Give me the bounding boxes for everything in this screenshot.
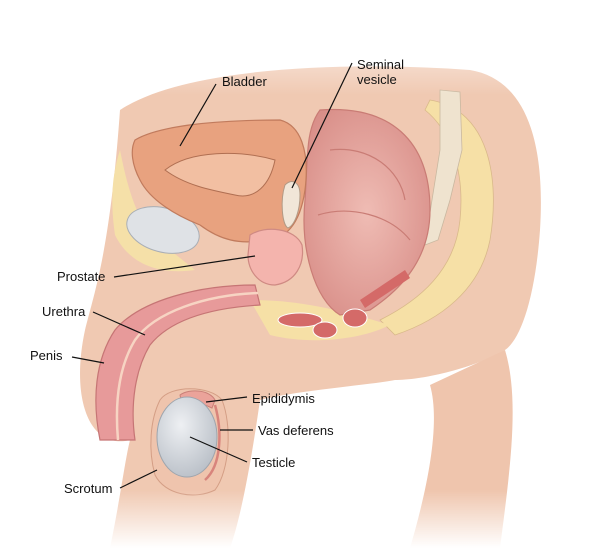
leader-scrotum [119, 469, 158, 489]
prostate [247, 228, 304, 286]
leader-penis [71, 356, 105, 364]
sacrum-bone [424, 89, 463, 246]
label-epididymis: Epididymis [252, 391, 315, 406]
testicle [156, 396, 218, 478]
rectum [303, 108, 431, 316]
label-testicle: Testicle [252, 455, 296, 470]
label-scrotum: Scrotum [64, 481, 113, 496]
label-seminal-vesicle-line1: Seminal [357, 57, 404, 72]
leader-testicle [189, 436, 248, 463]
label-urethra: Urethra [42, 304, 86, 319]
label-seminal-vesicle: Seminal vesicle [357, 57, 404, 87]
leader-prostate [113, 255, 256, 278]
pelvic-muscles [277, 270, 410, 339]
penis-shaft [95, 284, 261, 441]
leader-urethra [92, 311, 146, 336]
label-vas-deferens: Vas deferens [258, 423, 334, 438]
leader-lines [71, 62, 353, 489]
label-penis: Penis [30, 348, 63, 363]
leader-bladder [179, 83, 217, 147]
leader-epididymis [205, 396, 248, 403]
label-prostate: Prostate [57, 269, 106, 284]
leader-seminal-vesicle [291, 62, 353, 189]
label-bladder: Bladder [222, 74, 267, 89]
label-seminal-vesicle-line2: vesicle [357, 72, 397, 87]
